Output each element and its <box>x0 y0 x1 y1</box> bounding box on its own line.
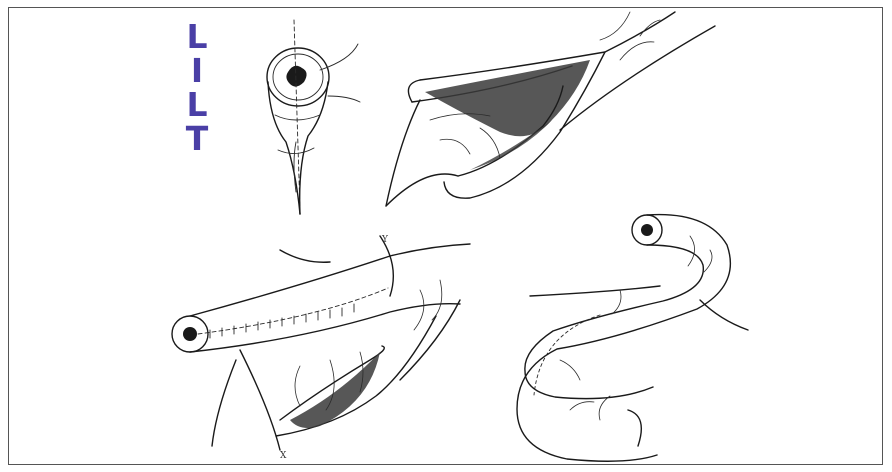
panel-bowel-end <box>267 20 360 214</box>
panel-reconstructed-loop <box>517 215 748 462</box>
label-x: X <box>280 451 287 461</box>
panel-intestine-anastomosis: Y X <box>172 235 470 461</box>
panel-opened-loop <box>386 12 715 206</box>
label-y: Y <box>381 235 389 245</box>
